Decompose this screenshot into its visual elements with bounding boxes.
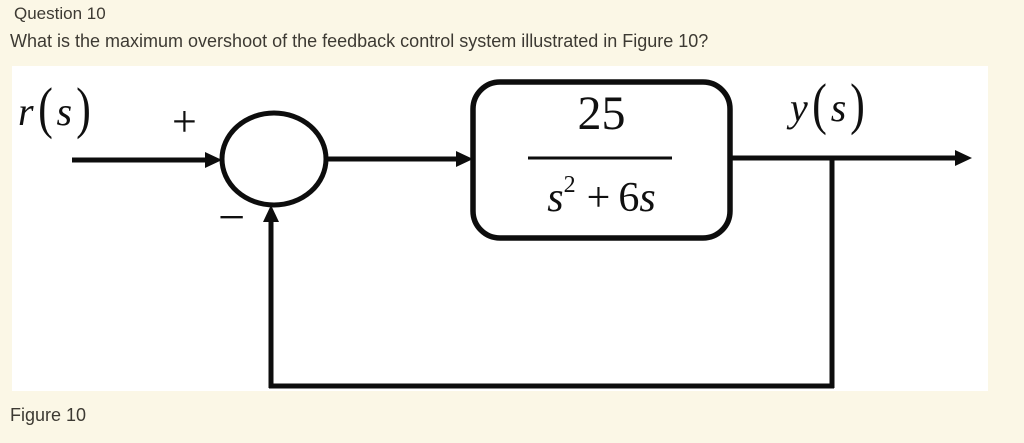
open-paren: (	[37, 77, 53, 140]
den-variable-2: s	[639, 175, 656, 221]
den-exponent: 2	[563, 172, 576, 198]
output-arrowhead-icon	[955, 150, 972, 166]
input-label: r(s)	[18, 77, 95, 144]
close-paren: )	[850, 73, 866, 136]
input-argument: s	[56, 89, 73, 134]
output-argument: s	[830, 85, 847, 130]
figure-caption: Figure 10	[10, 405, 87, 425]
minus-sign: −	[218, 191, 246, 244]
block-denominator: s2+6s	[473, 164, 730, 223]
input-variable: r	[18, 89, 34, 134]
input-arrowhead-icon	[205, 152, 222, 168]
feedback-arrowhead-icon	[263, 205, 279, 222]
den-variable-1: s	[547, 175, 564, 221]
den-coefficient: 6	[618, 175, 640, 221]
output-variable: y	[790, 85, 808, 130]
output-label: y(s)	[790, 73, 869, 140]
block-numerator: 25	[577, 87, 626, 140]
close-paren: )	[76, 77, 91, 140]
plus-sign: +	[172, 97, 197, 146]
question-number: Question 10	[14, 4, 106, 23]
figure-panel: r(s) y(s) + − 25 s2+6s	[12, 66, 988, 391]
question-text: What is the maximum overshoot of the fee…	[10, 31, 709, 51]
block-input-arrowhead-icon	[456, 151, 473, 167]
den-operator: +	[586, 175, 611, 221]
block-diagram	[72, 79, 972, 389]
open-paren: (	[811, 73, 827, 136]
